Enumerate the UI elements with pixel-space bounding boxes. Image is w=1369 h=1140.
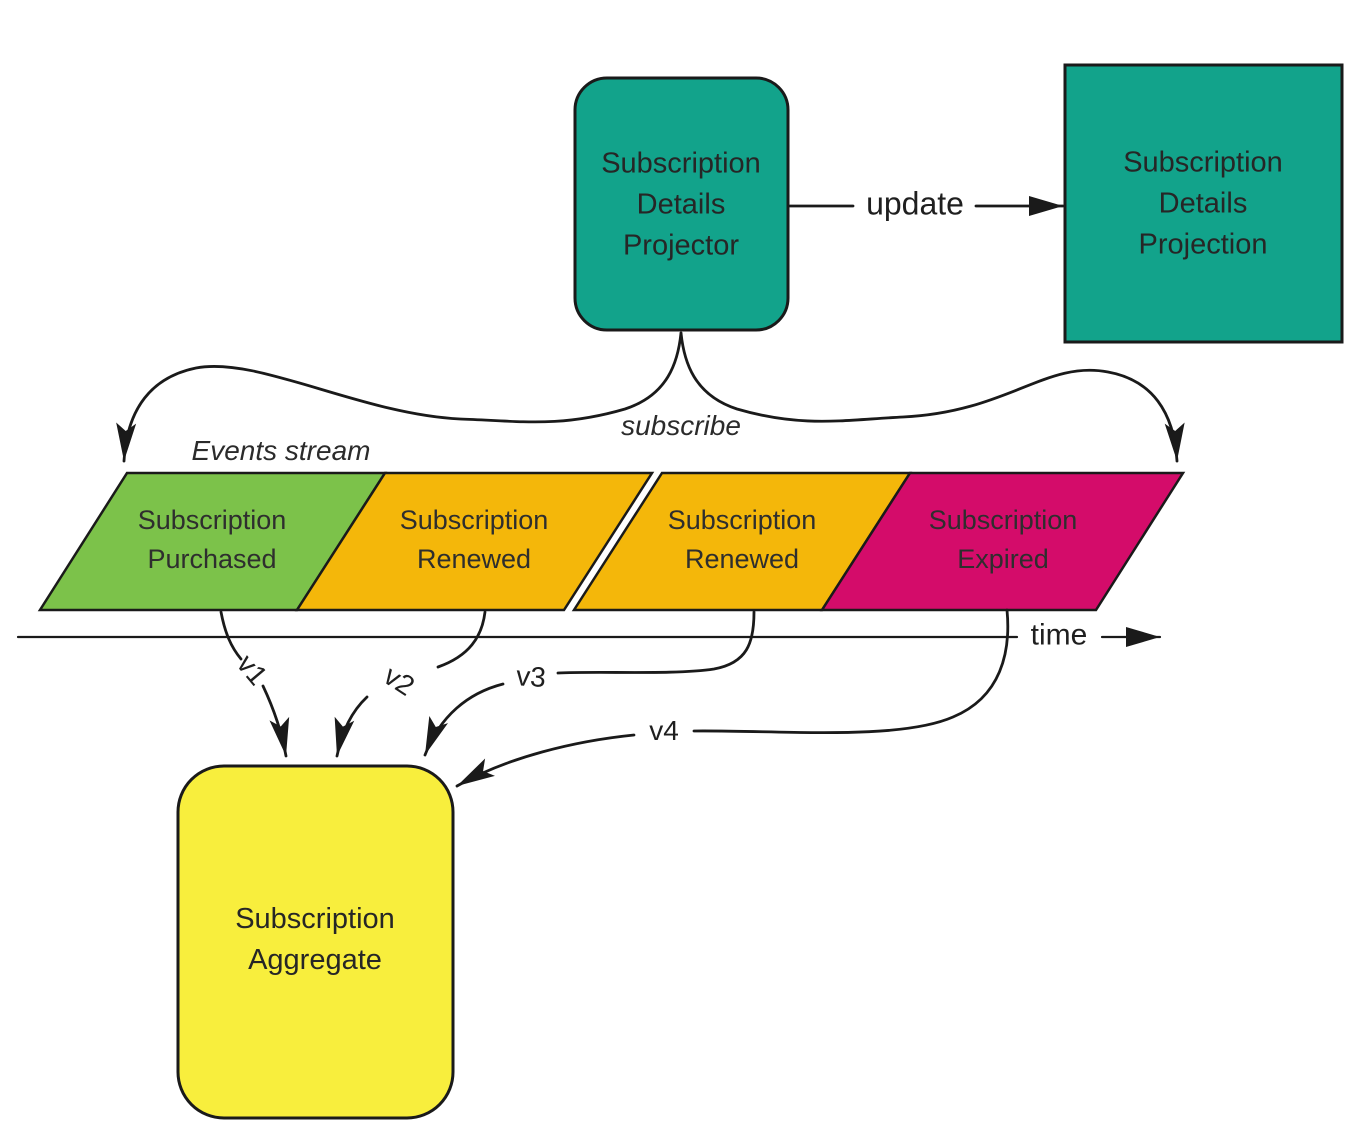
- projector-box: [573, 76, 790, 332]
- event-shape-subscription-renewed-1: [294, 471, 655, 612]
- v1-curve-upper: [219, 610, 243, 661]
- event-label-subscription-renewed-2: Subscription Renewed: [667, 505, 817, 574]
- projector-box-label: Subscription Details Projector: [601, 147, 761, 262]
- version-label-v4: v4: [649, 715, 679, 747]
- projection-box-label: Subscription Details Projection: [1123, 146, 1283, 261]
- event-label-subscription-renewed-1: Subscription Renewed: [399, 505, 549, 574]
- subscribe-curve-right: [679, 331, 1185, 463]
- v2-curve-lower: [334, 695, 369, 758]
- subscribe-label: subscribe: [621, 410, 741, 442]
- aggregate-box-label: Subscription Aggregate: [235, 903, 395, 976]
- event-shape-subscription-expired: [819, 471, 1186, 612]
- v4-curve-upper: [692, 608, 1010, 735]
- v1-curve-lower: [261, 684, 290, 758]
- time-axis-label: time: [1030, 618, 1088, 652]
- version-label-v3: v3: [515, 660, 547, 694]
- aggregate-box: [176, 764, 455, 1120]
- v2-curve-upper: [436, 610, 487, 669]
- events-stream-caption: Events stream: [191, 435, 371, 467]
- update-arrow-label: update: [866, 185, 964, 222]
- v3-curve-lower: [423, 682, 505, 757]
- v4-curve-lower: [455, 733, 636, 788]
- subscribe-curve-left: [116, 331, 683, 463]
- event-label-subscription-purchased: Subscription Purchased: [137, 505, 287, 574]
- v3-curve-upper: [556, 610, 756, 675]
- event-label-subscription-expired: Subscription Expired: [928, 505, 1078, 574]
- projection-box: [1063, 63, 1344, 344]
